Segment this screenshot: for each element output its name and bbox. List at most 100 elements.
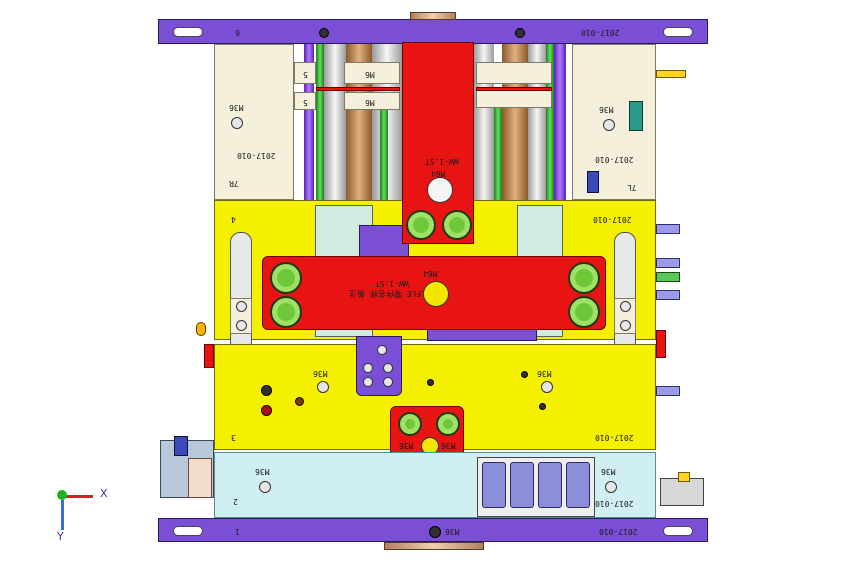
y-axis-label: Y (57, 530, 64, 543)
side-stop (204, 344, 214, 368)
guide-pin (554, 44, 566, 200)
cyan-plate-mark-left: M36 (255, 467, 270, 476)
small-block-label: M6 (365, 98, 375, 107)
y-axis-arrow (61, 500, 64, 530)
vertical-bar-mark: M64 (431, 169, 446, 178)
tongue-hole (363, 363, 373, 373)
left-cream-mark: M36 (229, 103, 244, 112)
socket-bolt (436, 412, 460, 436)
water-fitting (656, 290, 680, 300)
axis-origin (57, 490, 67, 500)
plate-screw (261, 405, 272, 416)
ejector-hole (231, 117, 243, 129)
small-block-label: M6 (365, 70, 375, 79)
guide-pin (494, 100, 502, 200)
tongue-hole (383, 377, 393, 387)
water-fitting (656, 224, 680, 234)
yellow-lower-code: 2017-010 (595, 433, 634, 442)
clamp-slot-left (173, 27, 203, 37)
small-block-mid: M6 (344, 62, 400, 84)
socket-bolt (406, 210, 436, 240)
left-cream-code: 2017-010 (237, 151, 276, 160)
bottom-clamp-code: 2017-010 (599, 527, 638, 536)
socket-bolt (270, 262, 302, 294)
socket-bolt (398, 412, 422, 436)
plate-screw (261, 385, 272, 396)
small-block-label: 5 (303, 98, 308, 107)
connector-module (629, 101, 643, 131)
yellow-lower-mark-left: M36 (313, 369, 328, 378)
tongue-hole (363, 377, 373, 387)
right-cream-code: 2017-010 (595, 155, 634, 164)
plate-screw (427, 379, 434, 386)
clamp-screw (319, 28, 329, 38)
x-axis-arrow (63, 495, 93, 498)
fitting-assembly (660, 478, 704, 506)
yellow-upper-code: 2017-010 (593, 215, 632, 224)
ejector-hole (603, 119, 615, 131)
left-cream-tag: 7R (229, 179, 239, 188)
multi-pin-connector (510, 462, 534, 508)
rail-screw (620, 301, 631, 312)
tongue-hole (383, 363, 393, 373)
clamp-screw (429, 526, 441, 538)
cyan-plate-code: 2017-010 (595, 499, 634, 508)
water-fitting (656, 386, 680, 396)
bottom-clamp-mark: M36 (445, 527, 460, 536)
valve-block (587, 171, 599, 193)
top-clamp-number: 6 (235, 28, 240, 37)
clamp-slot-right (663, 27, 693, 37)
left-cream-block: M36 2017-010 7R (214, 44, 294, 200)
socket-bolt (568, 262, 600, 294)
ejector-hole (259, 481, 271, 493)
clamp-strip (476, 87, 552, 91)
rail-screw (620, 320, 631, 331)
socket-bolt (442, 210, 472, 240)
cyan-plate-mark-right: M36 (601, 467, 616, 476)
bottom-clamp-number: 1 (235, 527, 240, 536)
square-block-mark-left: M36 (399, 441, 414, 450)
top-clamp-plate: 6 2017-010 (158, 19, 708, 44)
red-horizontal-bar: M64 WW-1.ST LFLE 零件名称 备注 (262, 256, 606, 330)
center-hole (427, 177, 453, 203)
side-stop (196, 322, 206, 336)
valve-solenoid (174, 436, 188, 456)
rail-screw (236, 320, 247, 331)
socket-bolt (270, 296, 302, 328)
multi-pin-connector (566, 462, 590, 508)
small-block-right (476, 90, 552, 108)
right-cream-block: M36 2017-010 7L (572, 44, 656, 200)
purple-tongue (356, 336, 402, 396)
guide-pin (380, 100, 388, 200)
right-cream-tag: 7L (627, 183, 637, 192)
socket-bolt (568, 296, 600, 328)
tongue-hole (377, 345, 387, 355)
small-block-label: 5 (303, 70, 308, 79)
cyan-plate-number: 2 (233, 497, 238, 506)
yellow-lower-mark-right: M36 (537, 369, 552, 378)
rail-screw (236, 301, 247, 312)
plate-screw (295, 397, 304, 406)
horizontal-bar-code: WW-1.ST (375, 279, 409, 288)
bottom-locating-ring (384, 542, 484, 550)
small-block-right (476, 62, 552, 84)
small-block-mid: M6 (344, 92, 400, 110)
clamp-slot-right (663, 526, 693, 536)
ejector-hole (541, 381, 553, 393)
center-hole (423, 281, 449, 307)
x-axis-label: X (100, 487, 108, 500)
water-fitting (656, 258, 680, 268)
clamp-screw (515, 28, 525, 38)
top-locating-ring (410, 12, 456, 20)
square-block-mark-right: M36 (441, 441, 456, 450)
horizontal-bar-note: LFLE 零件名称 备注 (349, 289, 426, 298)
ejector-hole (605, 481, 617, 493)
plate-screw (521, 371, 528, 378)
top-clamp-code: 2017-010 (581, 28, 620, 37)
multi-pin-connector (538, 462, 562, 508)
side-stop (656, 330, 666, 358)
small-block-left: 5 (294, 62, 316, 84)
horizontal-bar-mark: M64 (423, 269, 438, 278)
guide-pin (324, 44, 346, 200)
yellow-upper-number: 4 (231, 215, 236, 224)
